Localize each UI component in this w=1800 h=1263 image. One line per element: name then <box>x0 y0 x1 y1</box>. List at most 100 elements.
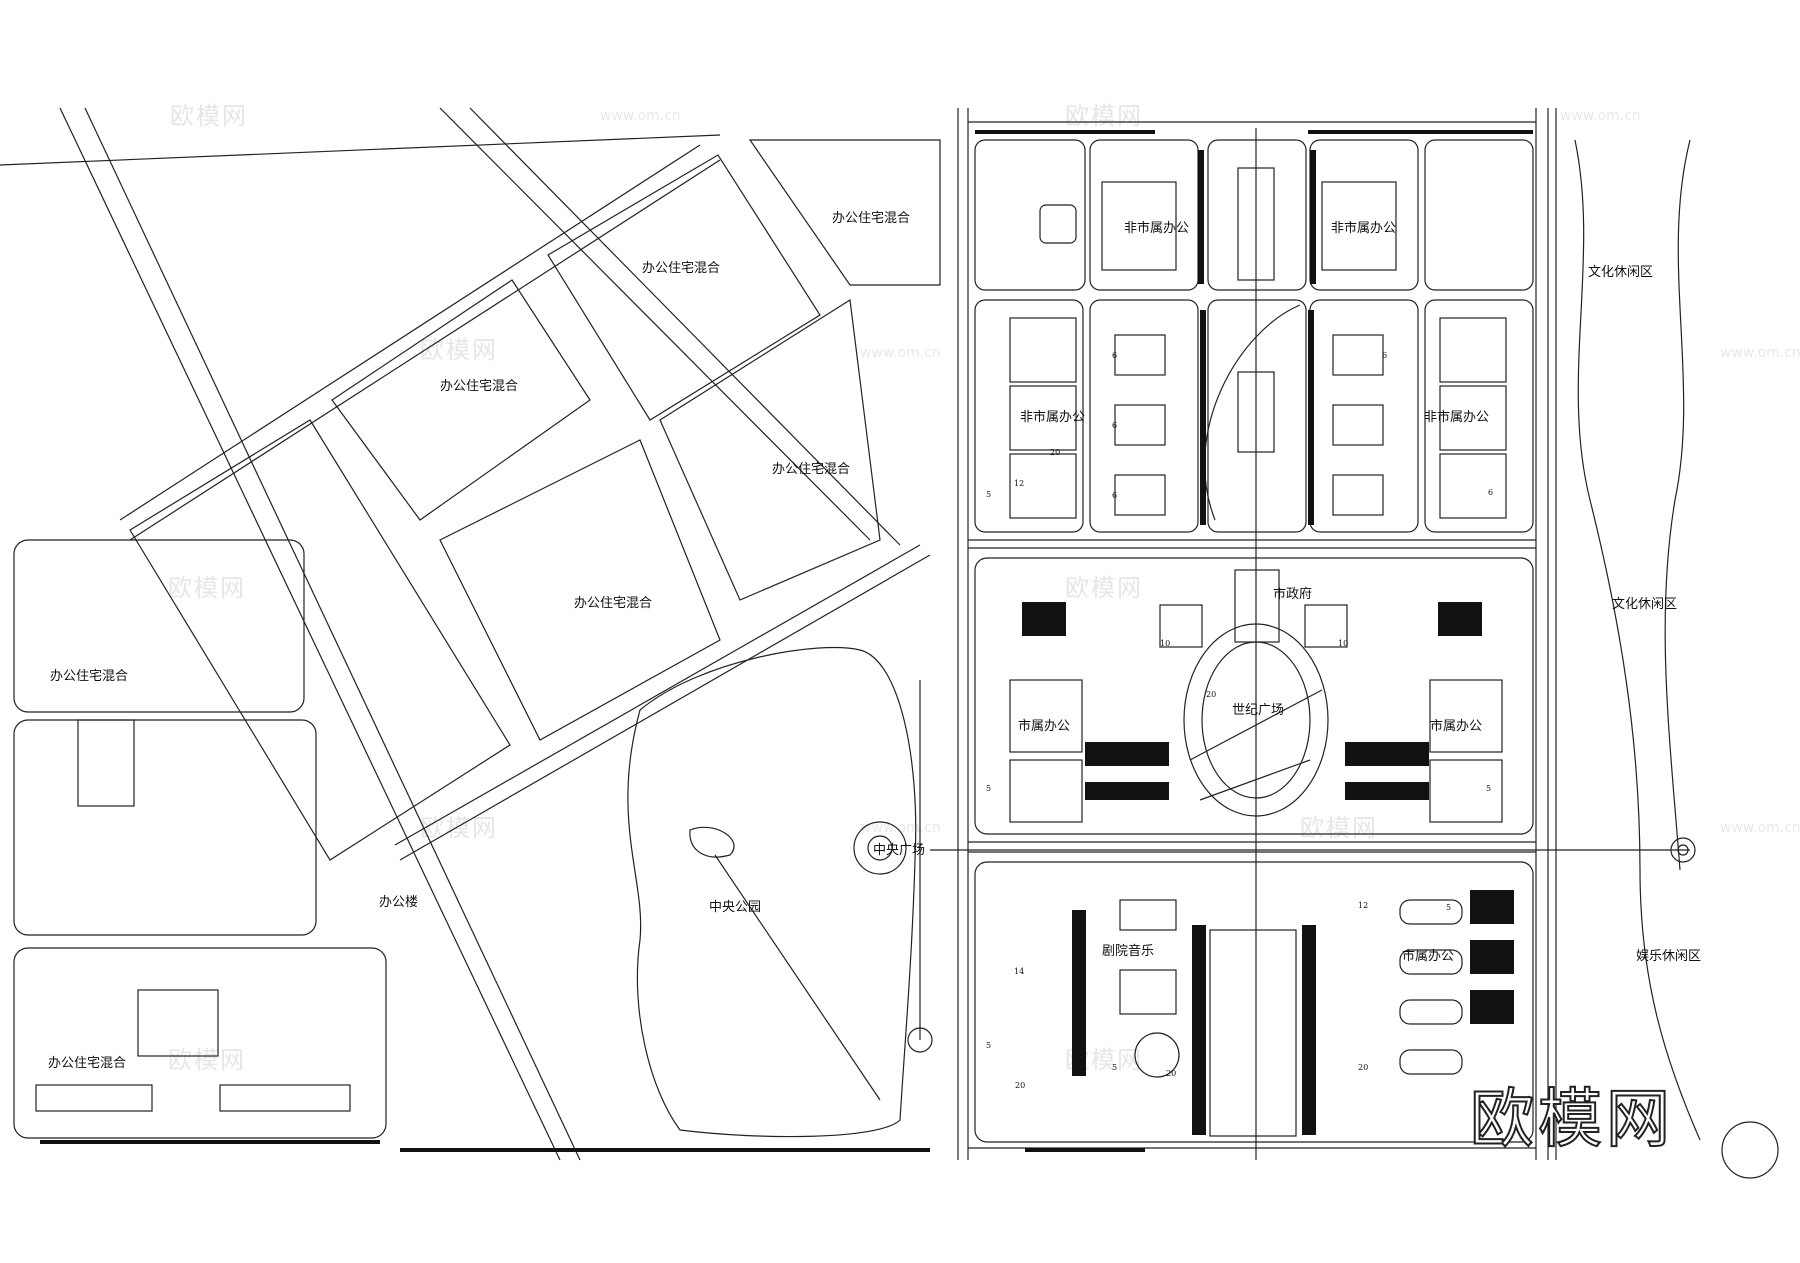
label-office-building: 办公楼 <box>379 895 418 910</box>
building <box>1101 181 1177 271</box>
tree-row <box>1302 925 1316 1135</box>
label-non-municipal-office: 非市属办公 <box>1124 220 1189 236</box>
block-outline <box>1309 139 1419 291</box>
plot-number: 5 <box>986 1041 991 1050</box>
label-entertainment-leisure: 娱乐休闲区 <box>1636 949 1701 964</box>
tree-row <box>1072 910 1086 1076</box>
watermark-url: www.om.cn <box>1560 108 1641 124</box>
river-edge <box>1574 139 1701 1141</box>
plot-number: 5 <box>1446 903 1451 912</box>
building <box>1429 759 1503 823</box>
label-non-municipal-office: 非市属办公 <box>1020 409 1085 425</box>
river-edge <box>1664 139 1691 871</box>
watermark-url: www.om.cn <box>600 108 681 124</box>
block-outline <box>974 861 1534 1143</box>
watermark-url: www.om.cn <box>1720 345 1800 361</box>
building <box>1114 404 1166 446</box>
central-square-inner <box>867 835 893 861</box>
century-plaza-inner <box>1201 641 1311 799</box>
building <box>1399 899 1463 925</box>
diagonal-road <box>439 107 871 541</box>
label-central-park: 中央公园 <box>709 900 761 915</box>
watermark-text: 欧模网 <box>420 814 498 842</box>
axis-curve <box>1204 304 1301 521</box>
diagonal-road <box>129 159 721 541</box>
diagonal-road <box>119 144 701 521</box>
tree-row <box>1025 1148 1145 1152</box>
axis-block <box>1207 139 1307 291</box>
tree-row <box>975 130 1155 134</box>
watermark-logo: 欧模网 <box>1469 1082 1674 1158</box>
parking-strip <box>1438 602 1482 636</box>
plot-number: 6 <box>1112 351 1117 360</box>
block-outline <box>974 557 1534 835</box>
parking-strip <box>1470 990 1514 1024</box>
plot-number: 12 <box>1358 901 1368 910</box>
plot-number: 12 <box>1014 479 1024 488</box>
plot-number: 6 <box>1488 488 1493 497</box>
plot-number: 14 <box>1014 967 1024 976</box>
diagonal-road <box>84 107 581 1161</box>
plaza-path <box>1199 759 1311 801</box>
watermark-text: 欧模网 <box>168 1046 246 1074</box>
plot-number: 6 <box>1382 351 1387 360</box>
tree-row <box>1200 310 1206 525</box>
block-outline <box>1424 299 1534 533</box>
building <box>1009 759 1083 823</box>
plot-number: 10 <box>1160 639 1170 648</box>
building <box>1439 453 1507 519</box>
axis-block <box>1207 299 1307 533</box>
label-municipal-office: 市属办公 <box>1402 948 1454 964</box>
building <box>1439 385 1507 451</box>
label-central-square: 中央广场 <box>873 843 925 858</box>
label-mixed-use: 办公住宅混合 <box>832 211 910 226</box>
building <box>1399 1049 1463 1075</box>
block-outline <box>439 439 721 741</box>
plot-number: 20 <box>1050 448 1060 457</box>
parking-strip <box>1085 742 1169 766</box>
building <box>1399 949 1463 975</box>
building <box>1399 999 1463 1025</box>
watermark-text: 欧模网 <box>1065 102 1143 130</box>
plot-number: 6 <box>1112 491 1117 500</box>
road-line <box>0 134 721 166</box>
block-outline <box>974 139 1086 291</box>
building <box>219 1084 351 1112</box>
block-outline <box>974 299 1084 533</box>
tree-row <box>400 1148 930 1152</box>
block-outline <box>1089 299 1199 533</box>
label-mixed-use: 办公住宅混合 <box>48 1056 126 1071</box>
label-culture-leisure: 文化休闲区 <box>1588 265 1653 280</box>
building <box>1114 334 1166 376</box>
plot-number: 20 <box>1358 1063 1368 1072</box>
building <box>77 719 135 807</box>
watermark-text: 欧模网 <box>420 336 498 364</box>
block-outline <box>13 947 387 1139</box>
building <box>1439 317 1507 383</box>
plot-number: 5 <box>1486 784 1491 793</box>
building <box>137 989 219 1057</box>
block-outline <box>547 154 821 421</box>
watermark-text: 欧模网 <box>168 574 246 602</box>
paving-grid <box>1237 167 1275 281</box>
block-outline <box>748 139 941 286</box>
century-plaza-ring <box>1183 623 1329 817</box>
plot-number: 10 <box>1338 639 1348 648</box>
label-theater-music: 剧院音乐 <box>1102 943 1154 959</box>
tree-row <box>1198 150 1204 284</box>
label-mixed-use: 办公住宅混合 <box>642 261 720 276</box>
building <box>1429 679 1503 753</box>
label-mixed-use: 办公住宅混合 <box>574 596 652 611</box>
tree-row <box>1192 925 1206 1135</box>
building <box>1209 929 1297 1137</box>
building <box>1304 604 1348 648</box>
roundabout <box>1670 837 1696 863</box>
watermark-url: www.om.cn <box>1720 820 1800 836</box>
roundabout <box>1721 1121 1779 1179</box>
plot-number: 20 <box>1015 1081 1025 1090</box>
building <box>1009 385 1077 451</box>
block-outline <box>13 539 305 713</box>
building <box>1159 604 1203 648</box>
watermark-url: www.om.cn <box>860 345 941 361</box>
